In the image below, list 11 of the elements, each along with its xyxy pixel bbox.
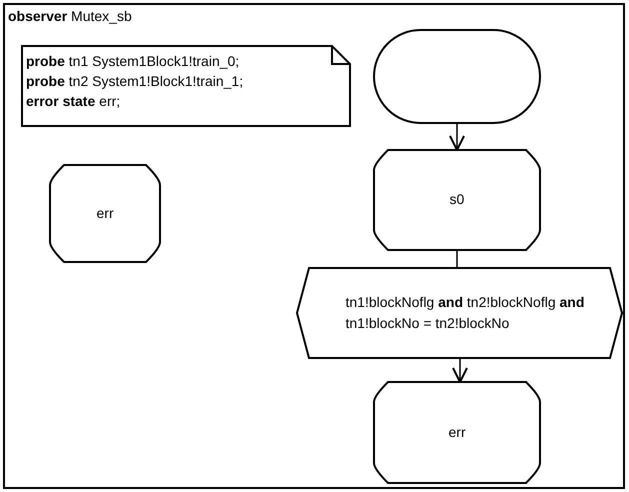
arrow: [449, 123, 465, 151]
condition-text: tn1!blockNoflg and tn2!blockNoflg and tn1!blockNo = tn2!blockNo: [346, 293, 586, 333]
declaration-text: probe tn1 System1Block1!train_0;: [26, 53, 240, 69]
connector-line: [456, 250, 458, 268]
state-name: err: [96, 204, 114, 220]
state-name: err: [448, 424, 466, 440]
arrow: [452, 358, 468, 383]
state-name: s0: [450, 191, 464, 207]
declaration-text: probe tn2 System1!Block1!train_1;: [26, 73, 244, 89]
diagram-heading: observer Mutex_sb: [8, 8, 132, 24]
declaration-text: error state err;: [26, 93, 120, 109]
